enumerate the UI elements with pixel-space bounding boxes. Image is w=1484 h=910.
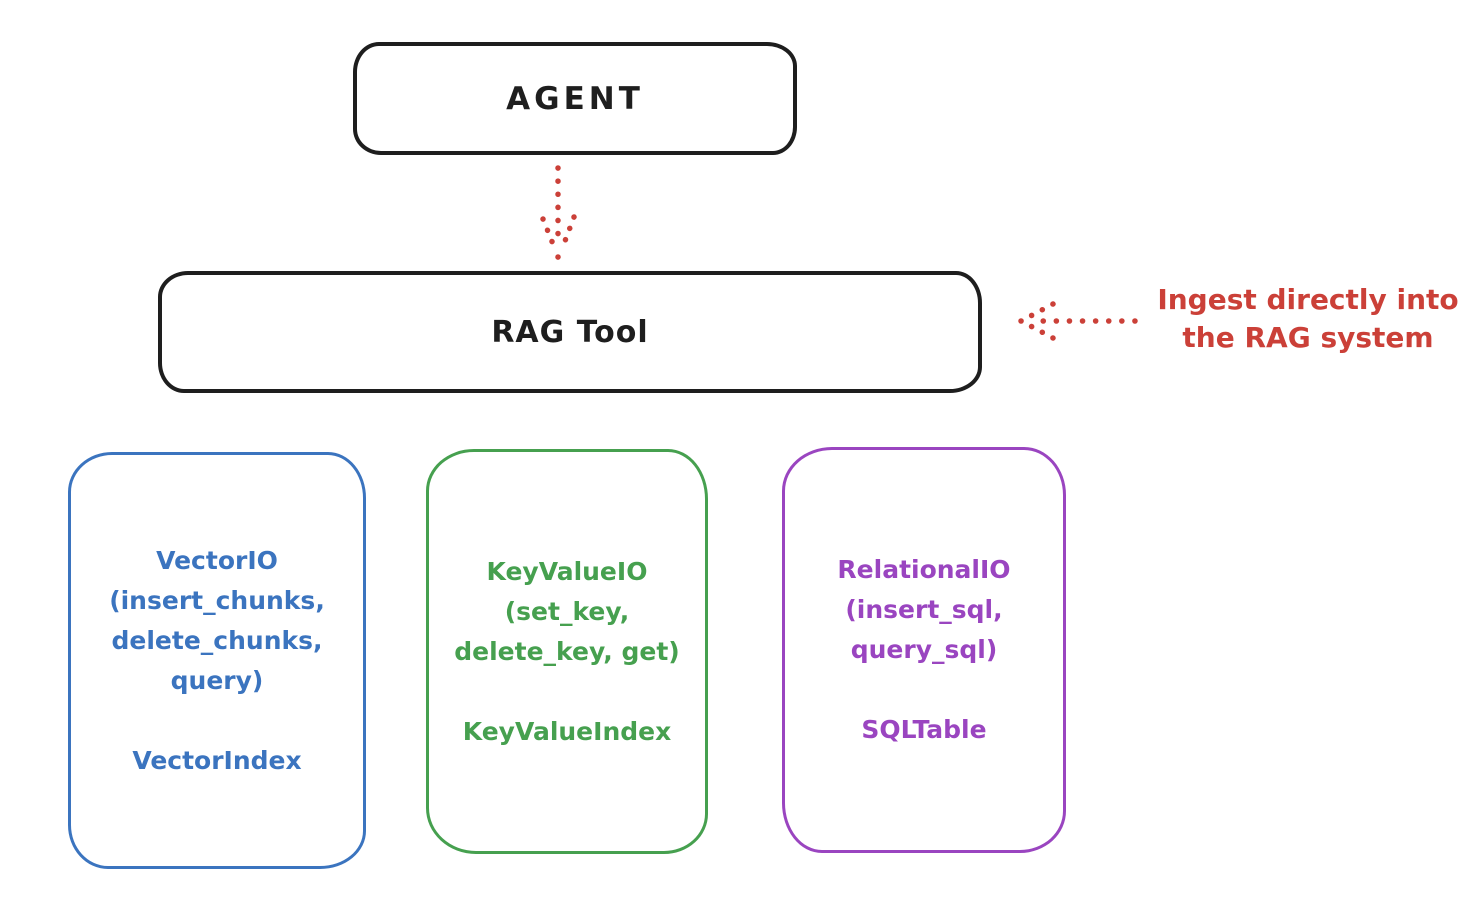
- rag-tool-label: RAG Tool: [491, 314, 649, 350]
- rag-tool-node: RAG Tool: [158, 271, 982, 393]
- ingest-annotation: Ingest directly into the RAG system: [1138, 281, 1478, 357]
- ingest-pointer-arrow-icon: [1018, 301, 1138, 341]
- ingest-annotation-line1: Ingest directly into: [1157, 283, 1459, 316]
- agent-to-rag-tool-arrow-icon: [540, 165, 577, 260]
- relational-io-label: RelationalIO (insert_sql, query_sql): [837, 555, 1011, 664]
- key-value-index-label: KeyValueIndex: [462, 716, 672, 746]
- ingest-annotation-line2: the RAG system: [1182, 321, 1434, 354]
- vector-io-node: VectorIO (insert_chunks, delete_chunks, …: [68, 452, 366, 869]
- agent-label: AGENT: [506, 80, 644, 117]
- vector-index-label: VectorIndex: [132, 745, 302, 775]
- vector-io-label: VectorIO (insert_chunks, delete_chunks, …: [109, 545, 325, 695]
- sql-table-label: SQLTable: [861, 715, 987, 744]
- key-value-io-node: KeyValueIO (set_key, delete_key, get) Ke…: [426, 449, 708, 854]
- relational-io-node: RelationalIO (insert_sql, query_sql) SQL…: [782, 447, 1066, 853]
- agent-node: AGENT: [353, 42, 797, 155]
- key-value-io-label: KeyValueIO (set_key, delete_key, get): [454, 556, 680, 666]
